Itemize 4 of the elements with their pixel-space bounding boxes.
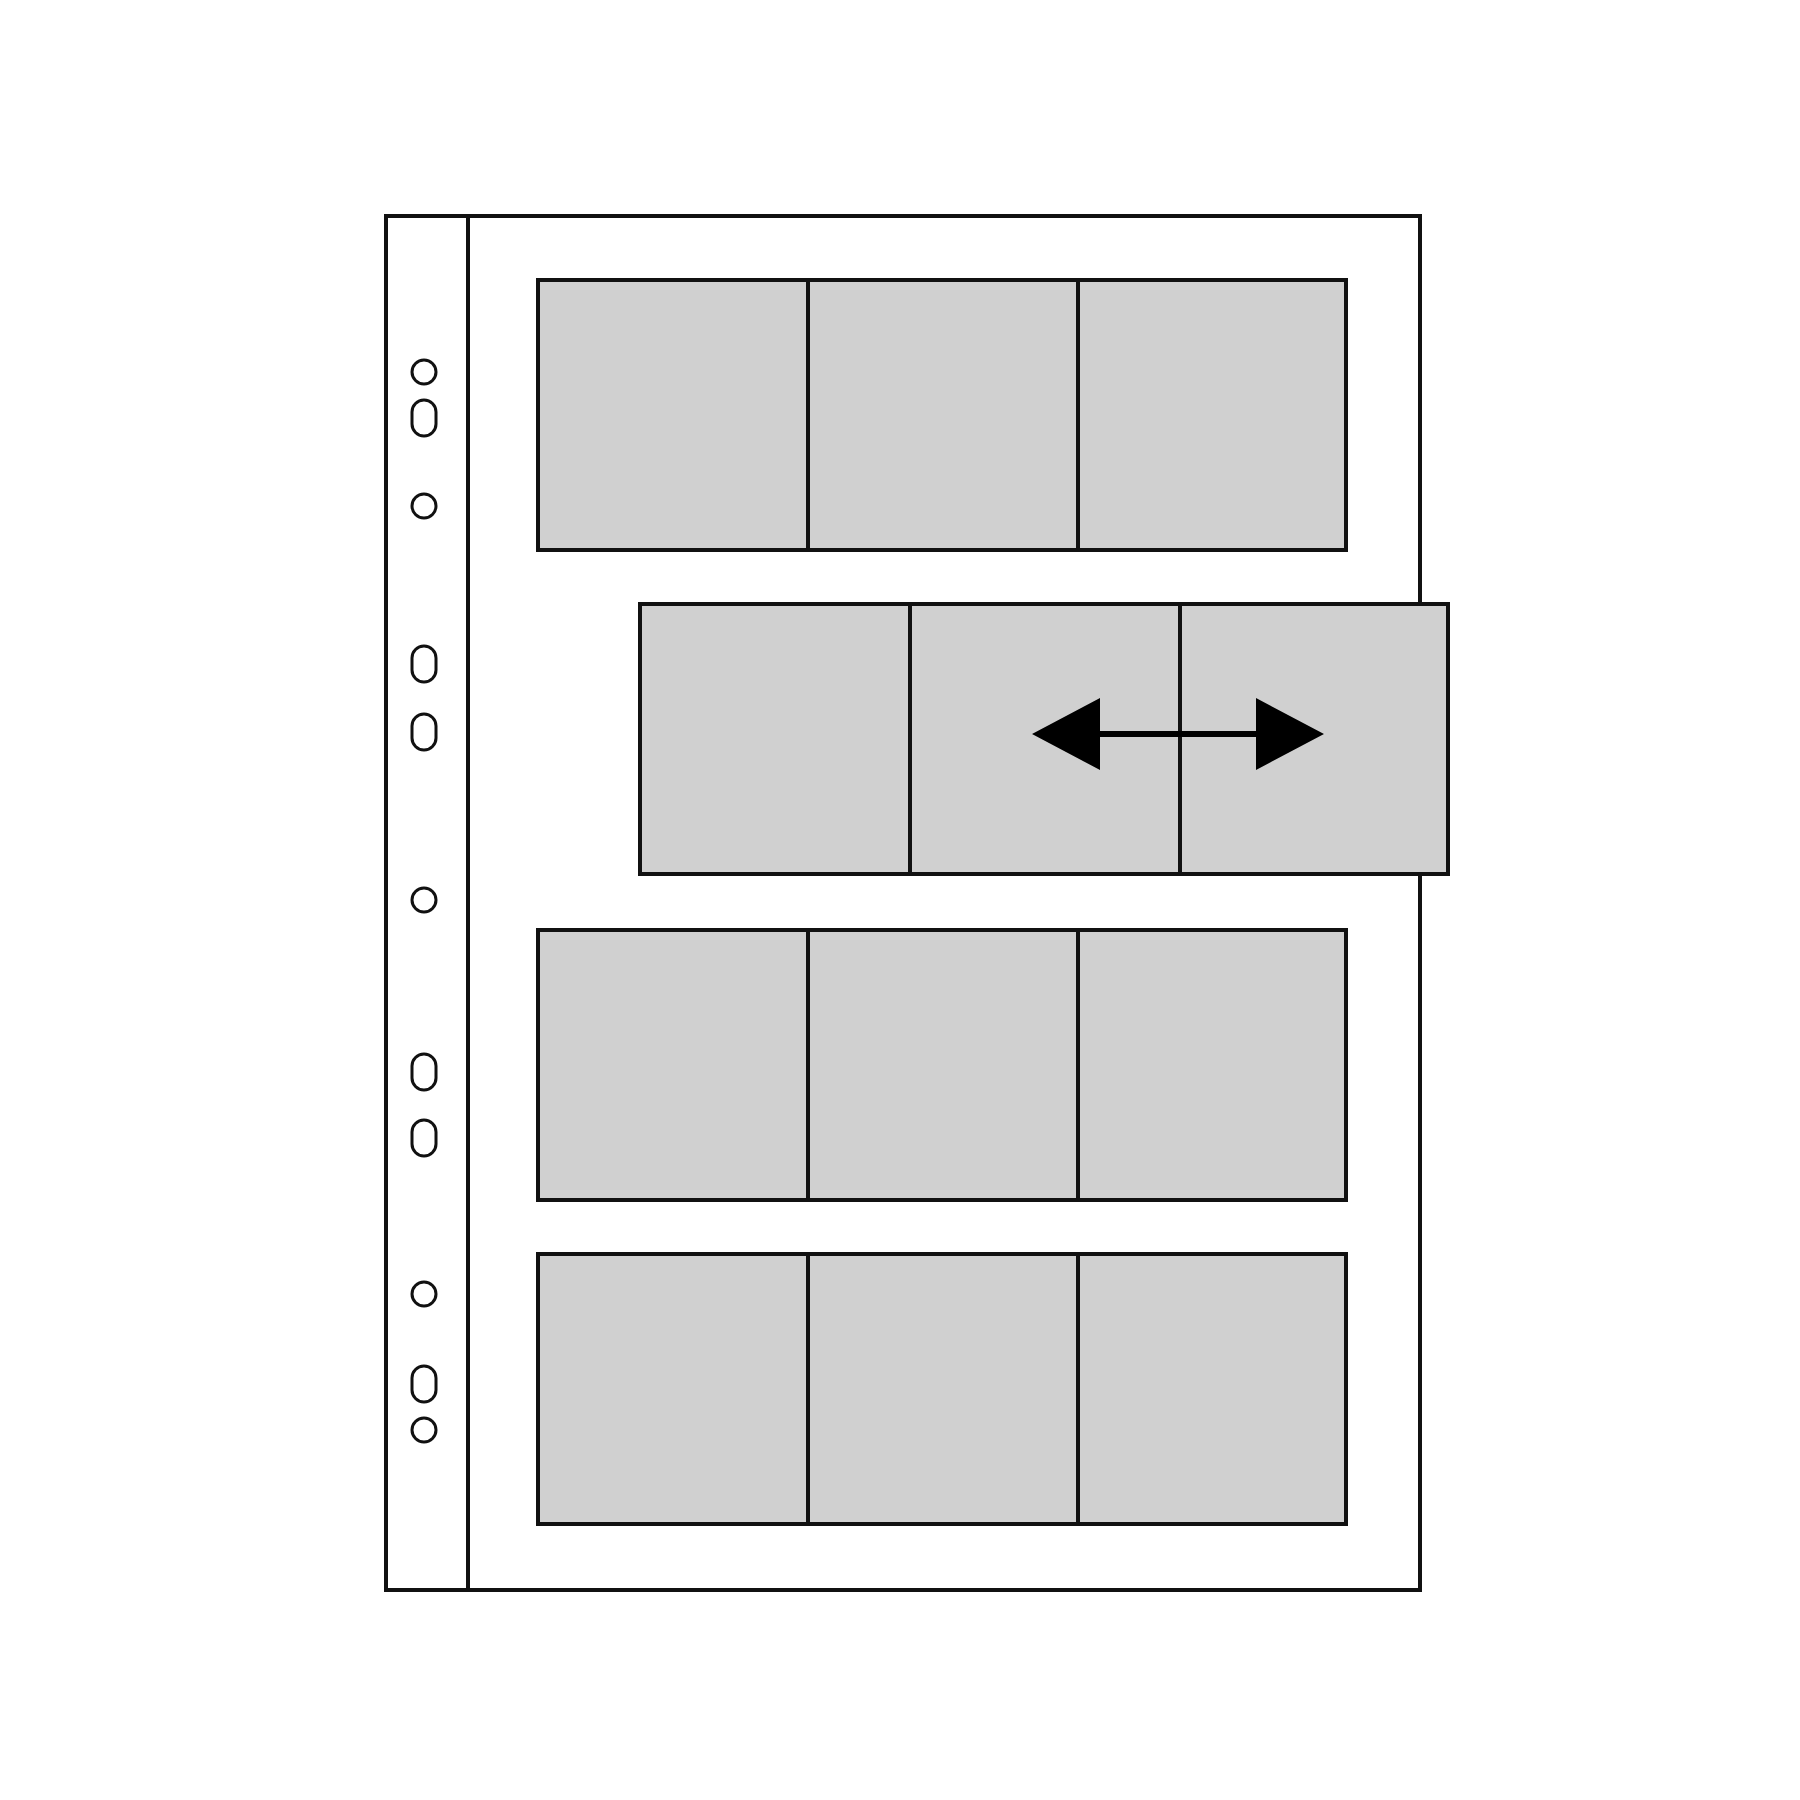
pocket-strip (638, 602, 1450, 876)
pocket-strip (536, 1252, 1348, 1526)
pocket-strip (536, 928, 1348, 1202)
pocket-strip (536, 278, 1348, 552)
